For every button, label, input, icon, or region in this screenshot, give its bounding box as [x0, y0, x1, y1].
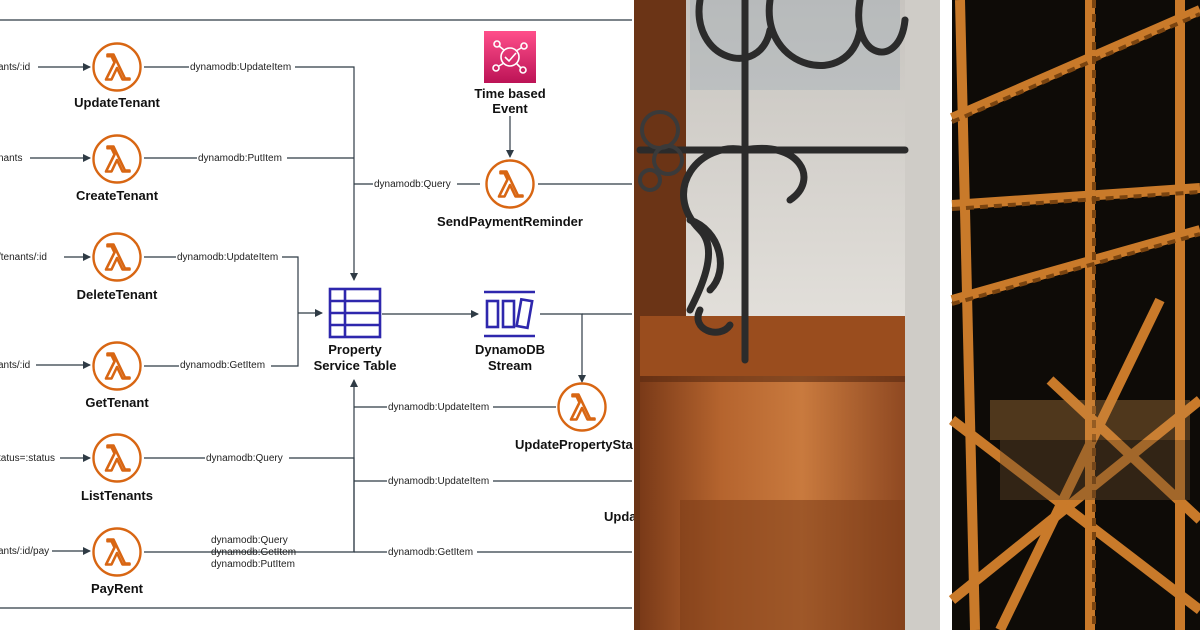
edge-update-tenant: dynamodb:UpdateItem [190, 62, 291, 73]
lambda-icon [485, 159, 535, 209]
lambda-icon [92, 433, 142, 483]
route-update: ants/:id [0, 62, 30, 73]
edge-pay-query: dynamodb:Query [211, 535, 288, 546]
function-name: SendPaymentReminder [437, 214, 583, 229]
event-label-line1: Time based [474, 86, 545, 101]
event-label-line2: Event [492, 101, 528, 116]
function-name: UpdatePropertySta [515, 437, 634, 452]
function-name: UpdateTenant [74, 95, 160, 110]
lambda-icon [92, 232, 142, 282]
stream-label-line1: DynamoDB [475, 342, 545, 357]
lambda-pay-rent: PayRent [91, 527, 144, 596]
stream-label-line2: Stream [488, 358, 532, 373]
edge-status-update: dynamodb:UpdateItem [388, 402, 489, 413]
route-create: nants [0, 153, 22, 164]
lambda-icon [92, 341, 142, 391]
lambda-icon [557, 382, 607, 432]
edge-delete-tenant: dynamodb:UpdateItem [177, 252, 278, 263]
eventbridge-glyph [492, 40, 528, 74]
edge-list-tenants: dynamodb:Query [206, 453, 283, 464]
table-label-line2: Service Table [314, 358, 397, 373]
route-labels: ants/:id nants /tenants/:id ants/:id tat… [0, 62, 55, 557]
eventbridge-icon [484, 31, 536, 83]
lambda-icon [92, 527, 142, 577]
edge-get-tenant: dynamodb:GetItem [180, 360, 265, 371]
function-name: DeleteTenant [77, 287, 158, 302]
edge-create-tenant: dynamodb:PutItem [198, 153, 282, 164]
dynamodb-stream-icon [484, 290, 535, 338]
dynamodb-stream: DynamoDB Stream [475, 290, 545, 373]
function-name: PayRent [91, 581, 144, 596]
edge-pay-getitem: dynamodb:GetItem [211, 547, 296, 558]
lambda-send-payment-reminder: SendPaymentReminder [437, 159, 583, 229]
lambda-icon [92, 42, 142, 92]
edge-right-update: dynamodb:UpdateItem [388, 476, 489, 487]
function-name: ListTenants [81, 488, 153, 503]
lambda-icon [92, 134, 142, 184]
route-pay: ants/:id/pay [0, 546, 49, 557]
lambda-get-tenant: GetTenant [85, 341, 149, 410]
edge-right-get: dynamodb:GetItem [388, 547, 473, 558]
time-based-event: Time based Event [474, 31, 546, 116]
route-get: ants/:id [0, 360, 30, 371]
steel-truss-photo [948, 0, 1200, 630]
lambda-create-tenant: CreateTenant [76, 134, 159, 203]
architecture-diagram: ants/:id nants /tenants/:id ants/:id tat… [0, 19, 638, 609]
route-delete: /tenants/:id [0, 252, 47, 263]
truncated-function-name: Upda [604, 509, 637, 524]
lambda-update-tenant: UpdateTenant [74, 42, 161, 110]
lambda-delete-tenant: DeleteTenant [77, 232, 158, 302]
function-name: GetTenant [85, 395, 149, 410]
lambda-list-tenants: ListTenants [81, 433, 153, 503]
table-label-line1: Property [328, 342, 382, 357]
edge-reminder-query: dynamodb:Query [374, 179, 451, 190]
route-list: tatus=:status [0, 453, 55, 464]
lambda-update-property-status: UpdatePropertySta [515, 382, 634, 452]
dynamodb-table-icon [328, 287, 382, 339]
function-name: CreateTenant [76, 188, 159, 203]
property-service-table: Property Service Table [314, 287, 397, 373]
window-ironwork-photo [634, 0, 950, 630]
edge-labels: dynamodb:UpdateItem dynamodb:PutItem dyn… [176, 61, 493, 570]
edge-pay-putitem: dynamodb:PutItem [211, 559, 295, 570]
